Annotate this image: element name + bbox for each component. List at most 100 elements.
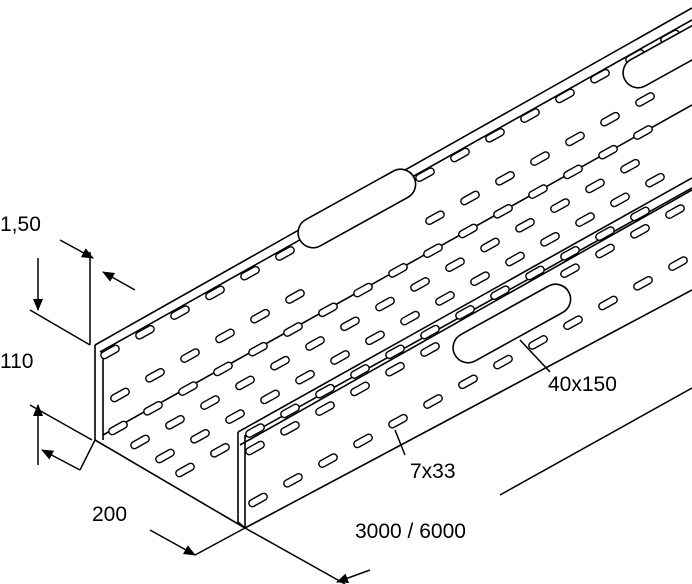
small-slot [240, 265, 260, 281]
small-slot [315, 383, 335, 399]
large-slot [297, 168, 417, 249]
small-slot [633, 275, 653, 291]
small-slot [415, 167, 435, 183]
small-slot [180, 348, 200, 363]
small-slot [458, 223, 478, 239]
small-slot [130, 434, 150, 450]
small-slot [528, 335, 548, 350]
small-slot [318, 453, 338, 468]
right-wall-front-edge [237, 432, 246, 529]
small-slot [190, 428, 210, 444]
small-slot [295, 369, 315, 385]
small-slot [400, 310, 420, 326]
small-slot [560, 245, 580, 261]
small-slot [235, 375, 255, 391]
small-slot [493, 354, 513, 370]
length-dimension-line [499, 387, 692, 496]
small-slot [528, 184, 548, 199]
width-arrow-right [149, 529, 196, 556]
small-slot [388, 413, 408, 429]
large-slot-label: 40x150 [548, 373, 617, 396]
small-slot [275, 246, 295, 261]
small-slot [170, 305, 190, 320]
small-slot [350, 364, 370, 379]
small-slot [145, 367, 165, 383]
small-slot [610, 192, 630, 208]
small-slot [280, 403, 300, 419]
small-slot [480, 237, 500, 253]
small-slot [595, 243, 615, 259]
small-slot [563, 315, 583, 331]
small-slot [213, 361, 233, 377]
right-wall-top-edge [237, 177, 692, 433]
small-slot [665, 204, 685, 219]
small-slot [283, 322, 303, 337]
small-slot [108, 420, 128, 436]
slot-leader [519, 339, 551, 373]
small-slot [505, 251, 525, 267]
small-slot [248, 341, 268, 357]
small-slot [283, 472, 303, 488]
right-wall-bottom-edge [244, 289, 692, 529]
small-slot [200, 395, 220, 410]
small-slot [633, 125, 653, 140]
small-slot [353, 282, 373, 298]
slot-leader [394, 429, 406, 456]
width-arrow-left [41, 449, 81, 471]
small-slot [563, 164, 583, 180]
small-slot [423, 243, 443, 259]
small-slot [285, 289, 305, 304]
small-slot [520, 108, 540, 123]
small-slot [525, 265, 545, 281]
small-slot [385, 344, 405, 360]
small-slot [315, 401, 335, 416]
small-slot [598, 144, 618, 160]
small-slot [490, 285, 510, 301]
small-slot [110, 387, 130, 403]
small-slot [305, 336, 325, 351]
small-slot [630, 223, 650, 239]
small-slot [668, 256, 688, 271]
small-slot [245, 423, 265, 438]
small-slot [540, 231, 560, 247]
small-slot [385, 361, 405, 377]
small-slot [495, 170, 515, 186]
width-label: 200 [92, 503, 128, 526]
small-slot [165, 414, 185, 430]
small-slot [425, 210, 445, 226]
small-slot [210, 442, 230, 458]
small-slot [600, 111, 620, 127]
small-slot [630, 206, 650, 222]
small-slot [565, 131, 585, 147]
small-slot [455, 305, 475, 320]
small-slot [225, 409, 245, 424]
small-slot [645, 172, 665, 188]
small-slot [585, 178, 605, 194]
small-slot [248, 492, 268, 508]
small-slot [635, 92, 655, 107]
small-slot [205, 285, 225, 301]
large-slot [452, 283, 572, 364]
small-slot [178, 381, 198, 396]
floor-front-edge [94, 439, 246, 529]
small-slot [595, 226, 615, 241]
small-slot [515, 217, 535, 233]
small-slot [423, 394, 443, 409]
small-slot-label: 7x33 [410, 460, 456, 483]
small-slot [460, 190, 480, 206]
thickness-arrow [102, 271, 136, 291]
small-slot [435, 291, 455, 306]
small-slot [318, 302, 338, 318]
small-slot [575, 212, 595, 227]
small-slot [250, 308, 270, 324]
small-slot [135, 324, 155, 340]
thickness-arrow [59, 239, 94, 259]
small-slot [470, 271, 490, 287]
small-slot [330, 350, 350, 365]
small-slot [493, 203, 513, 219]
small-slot [260, 389, 280, 405]
small-slot [458, 374, 478, 390]
small-slot [340, 316, 360, 332]
small-slot [353, 433, 373, 449]
